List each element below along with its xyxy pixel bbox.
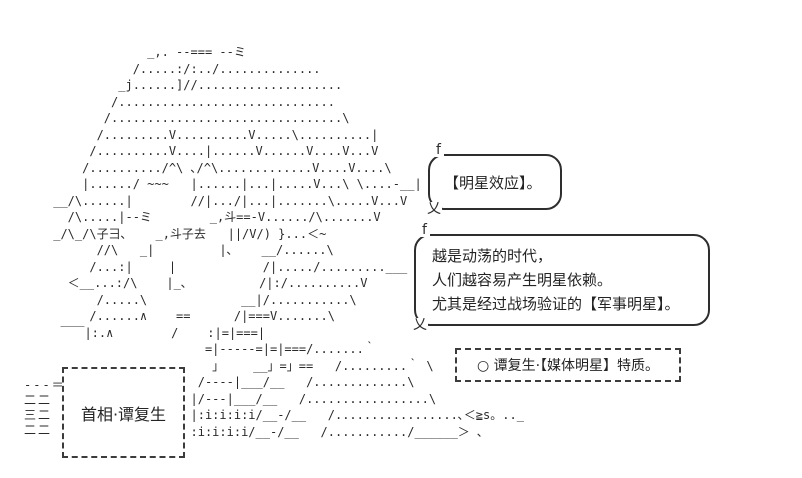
character-name: 首相·谭复生 [80,404,167,424]
character-name-box: 首相·谭复生 [62,367,185,458]
speech-line-3: 尤其是经过战场验证的【军事明星】。 [432,295,680,313]
bubble-tail-bottom-glyph: 乂 [426,201,442,217]
trait-announcement-box: ○ 谭复生·【媒体明星】特质。 [455,348,681,382]
speech-line-2: 人们越容易产生明星依赖。 [432,271,613,289]
bubble-tail-top-glyph: f [433,143,444,157]
bubble-tail-bottom-glyph: 乂 [412,317,428,333]
speech-bubble-star-effect: f 乂 【明星效应】。 [426,143,562,216]
speech-line-1: 越是动荡的时代， [432,247,553,265]
speech-text-star-effect: 【明星效应】。 [444,173,542,192]
trait-text: ○ 谭复生·【媒体明星】特质。 [476,358,660,374]
speech-bubble-era: f 乂 越是动荡的时代， 人们越容易产生明星依赖。 尤其是经过战场验证的【军事明… [412,223,710,332]
bubble-tail-top-glyph: f [419,223,430,237]
ascii-art-character: _,. -‐=== ‐-ミ /.....:/:../..............… [53,45,524,439]
motion-lines: ---＝ 二二 三二 二二 [24,378,66,437]
